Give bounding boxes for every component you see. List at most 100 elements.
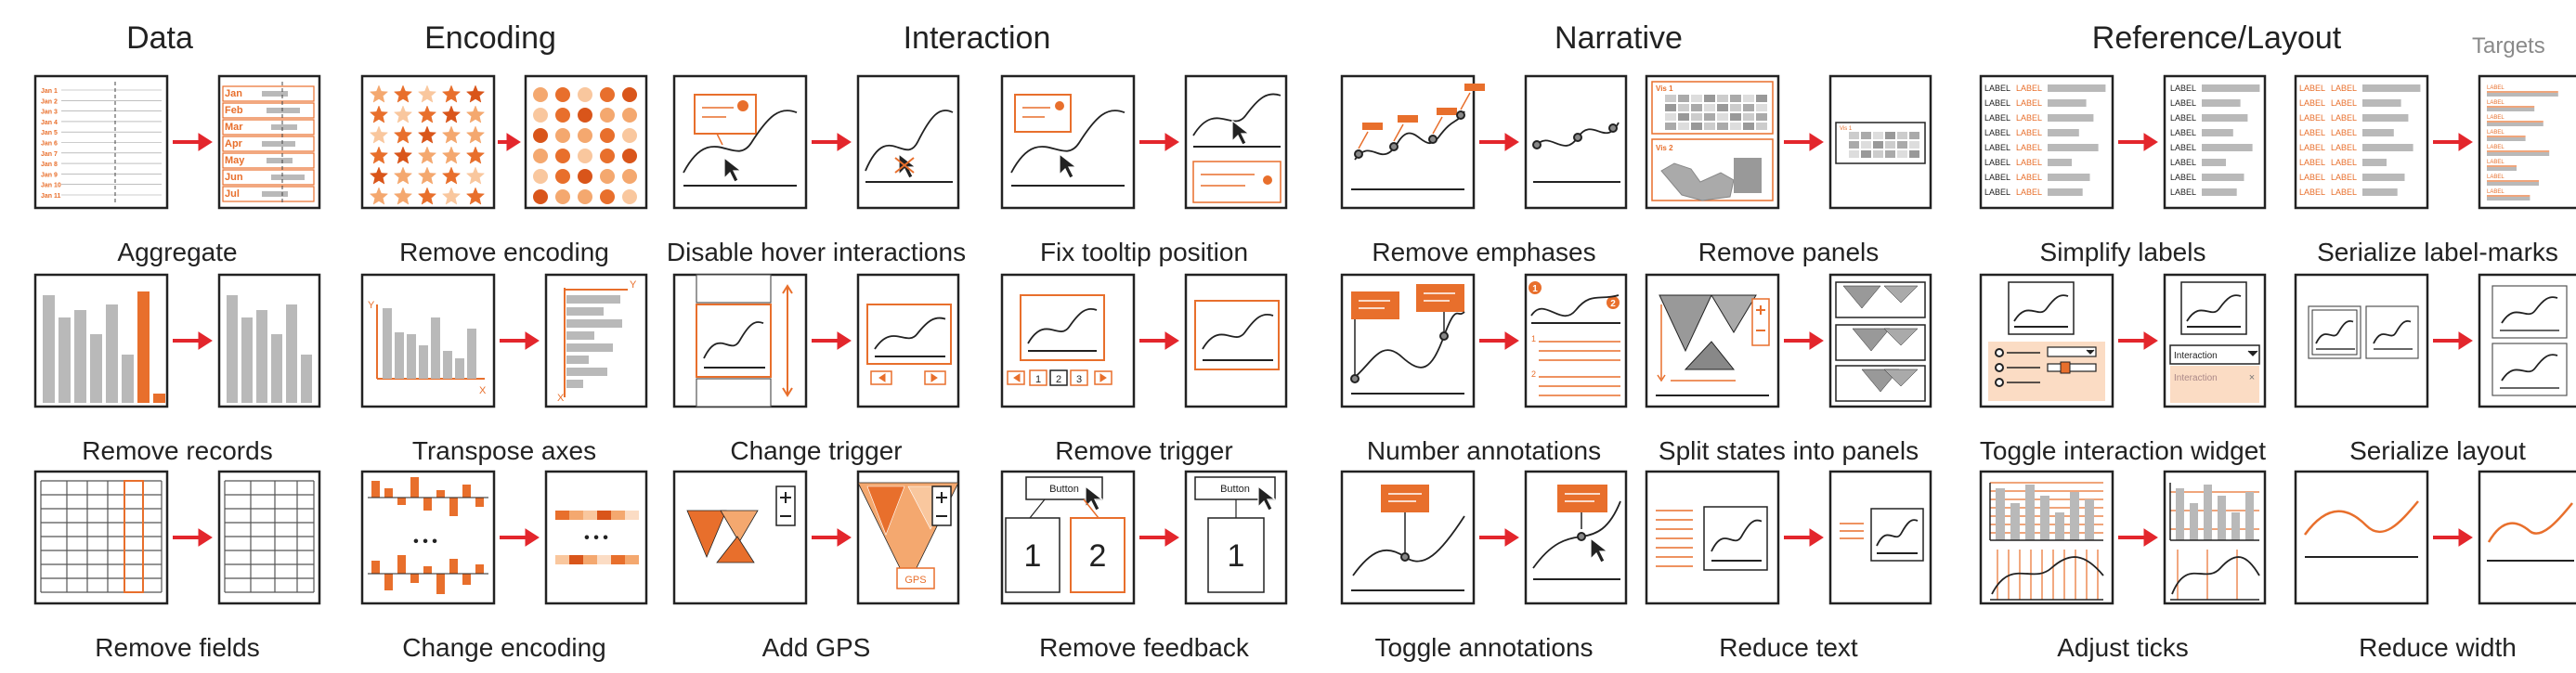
glyph-mark — [566, 319, 622, 328]
glyph-mark — [583, 555, 597, 564]
glyph-mark — [222, 85, 315, 102]
glyph-mark — [686, 510, 727, 559]
glyph-text: Vis 1 — [1840, 126, 1853, 132]
glyph-text: Jan 3 — [41, 110, 58, 116]
glyph-mark — [2048, 84, 2106, 92]
glyph-mark — [625, 511, 639, 520]
glyph-mark — [1416, 284, 1464, 312]
glyph-mark — [271, 175, 305, 180]
glyph-mark — [694, 94, 757, 135]
glyph-mark — [1704, 123, 1715, 130]
glyph-mark — [2362, 84, 2421, 92]
glyph-mark — [1897, 141, 1907, 149]
glyph-mark — [256, 310, 267, 403]
glyph-mark — [1704, 104, 1715, 111]
glyph-mark — [622, 128, 637, 143]
glyph-mark — [286, 304, 297, 403]
glyph-text: Jan 4 — [41, 120, 58, 126]
glyph-mark — [198, 528, 213, 547]
glyph-mark — [866, 485, 905, 536]
glyph-mark — [198, 133, 213, 151]
glyph-mark — [1202, 313, 1274, 350]
glyph-mark — [2362, 114, 2409, 122]
panel-frame — [1524, 74, 1628, 210]
glyph-text: LABEL — [1984, 128, 2010, 137]
glyph-mark — [1756, 123, 1767, 130]
glyph-mark — [1577, 532, 1586, 541]
glyph-mark — [555, 555, 569, 564]
glyph-mark — [241, 317, 253, 403]
glyph-mark — [1557, 485, 1607, 512]
technique-label: Remove records — [82, 436, 273, 465]
technique-label: Serialize label-marks — [2317, 238, 2558, 266]
glyph-mark — [622, 189, 637, 204]
glyph-mark — [2218, 496, 2226, 540]
glyph-mark — [383, 308, 392, 379]
glyph-mark — [2048, 114, 2094, 122]
glyph-text: LABEL — [2170, 98, 2196, 108]
technique-card: Reduce width — [2283, 464, 2576, 668]
glyph-mark — [441, 187, 462, 205]
technique-glyph — [360, 74, 648, 210]
glyph-mark — [1504, 331, 1519, 350]
glyph-mark — [1055, 101, 1064, 110]
glyph-mark — [1020, 294, 1105, 361]
glyph-text: LABEL — [2487, 130, 2504, 136]
glyph-text: LABEL — [2016, 173, 2042, 182]
glyph-mark — [1861, 141, 1871, 149]
glyph-mark — [1883, 328, 1919, 346]
glyph-mark — [533, 87, 548, 102]
glyph-mark — [369, 166, 389, 185]
glyph-text: Button — [1049, 484, 1079, 495]
glyph-mark — [369, 105, 389, 123]
glyph-text: LABEL — [2299, 84, 2325, 93]
glyph-mark — [720, 510, 759, 543]
panel-frame — [2294, 74, 2429, 210]
glyph-text: May — [225, 155, 245, 166]
glyph-text: LABEL — [2016, 143, 2042, 152]
glyph-mark — [436, 574, 445, 594]
glyph-mark — [2501, 354, 2558, 382]
glyph-mark — [2086, 349, 2095, 355]
glyph-text: Feb — [225, 105, 243, 116]
glyph-mark — [2048, 99, 2087, 107]
glyph-text: LABEL — [2331, 98, 2357, 108]
glyph-mark — [1678, 123, 1689, 130]
glyph-mark — [1996, 488, 2005, 540]
glyph-mark — [465, 146, 486, 164]
glyph-mark — [1730, 113, 1741, 121]
glyph-text: Mar — [225, 122, 243, 133]
glyph-mark — [465, 125, 486, 144]
glyph-mark — [267, 158, 293, 163]
glyph-mark — [227, 295, 238, 403]
glyph-mark — [417, 125, 437, 144]
glyph-text: LABEL — [2016, 98, 2042, 108]
glyph-mark — [2362, 174, 2405, 181]
technique-glyph — [33, 470, 321, 605]
glyph-mark — [1192, 93, 1281, 136]
technique-label: Number annotations — [1366, 436, 1602, 465]
glyph-text: Jan 11 — [41, 193, 61, 200]
glyph-text: LABEL — [2487, 115, 2504, 121]
glyph-mark — [2311, 309, 2358, 356]
technique-glyph — [1000, 74, 1288, 210]
glyph-mark — [90, 334, 102, 403]
glyph-mark — [449, 559, 458, 574]
glyph-mark — [1049, 369, 1068, 386]
glyph-mark — [475, 498, 484, 507]
technique-card: Remove encoding — [349, 69, 659, 273]
glyph-mark — [262, 141, 295, 147]
glyph-mark — [462, 485, 471, 498]
glyph-mark — [2315, 319, 2354, 344]
glyph-mark — [2491, 285, 2568, 339]
glyph-mark — [1460, 92, 1471, 110]
glyph-mark — [441, 84, 462, 103]
glyph-text: 1 — [1024, 538, 1042, 574]
glyph-mark — [578, 149, 592, 163]
glyph-mark — [2047, 363, 2097, 372]
glyph-mark — [1678, 104, 1689, 111]
glyph-mark — [1263, 175, 1272, 185]
glyph-mark — [74, 310, 86, 403]
